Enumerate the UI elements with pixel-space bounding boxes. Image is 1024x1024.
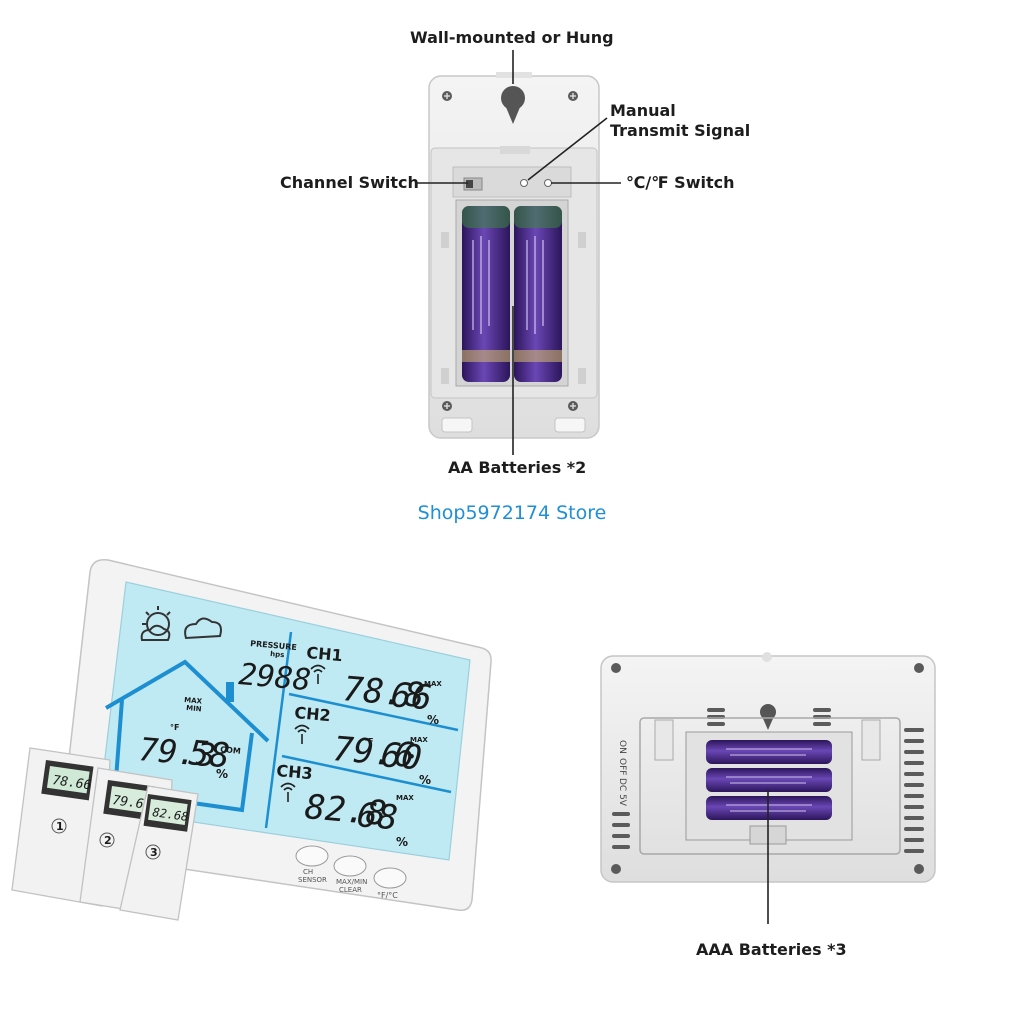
sensor-1-number: 1	[56, 820, 64, 833]
ch-sensor-button[interactable]: CH SENSOR	[295, 845, 329, 884]
keyhole-icon	[501, 86, 525, 124]
aaa-battery-3	[706, 796, 832, 820]
channel-1-humidity: 66	[389, 675, 433, 718]
channel-2-unit: °F	[364, 737, 373, 746]
indoor-min-label: MIN	[186, 704, 202, 713]
sun-icon	[142, 606, 171, 636]
channel-2-temp: 79.6	[331, 729, 416, 776]
side-switch-on: ON	[617, 740, 627, 754]
channel-2-percent: %	[419, 773, 431, 787]
channel-1-temp: 78.8	[341, 669, 426, 716]
signal-icon	[280, 664, 326, 802]
aa-battery-left	[462, 206, 510, 382]
channel-2-humidity: 60	[379, 735, 423, 778]
max-min-clear-button[interactable]: MAX/MIN CLEAR	[333, 855, 367, 894]
sensor-3-reading: 82.68	[152, 805, 190, 824]
ch-sensor-button-line1: CH	[303, 868, 313, 876]
sensor-2-number: 2	[104, 834, 112, 847]
manual-transmit-label-line1: Manual	[610, 101, 676, 120]
side-switch-off: OFF	[617, 758, 627, 775]
pressure-value: 2988	[237, 657, 312, 698]
channel-1-max-label: MAX	[424, 680, 442, 688]
channel-3-percent: %	[396, 835, 408, 849]
callout-lines-top	[416, 50, 621, 455]
sensor-2-reading: 79.60	[111, 793, 152, 813]
indoor-unit: °F	[170, 723, 179, 732]
sensor-back-view	[428, 72, 600, 439]
pressure-label: PRESSURE	[250, 639, 297, 652]
comfort-label: COM	[220, 745, 241, 756]
pressure-unit: hps	[270, 650, 285, 659]
max-min-button-line1: MAX/MIN	[336, 878, 367, 886]
sensor-1-reading: 78.66	[51, 773, 92, 793]
cloud-small-icon	[140, 624, 171, 641]
channel-switch-label: Channel Switch	[280, 173, 419, 192]
channel-3-max-label: MAX	[396, 794, 414, 802]
aa-battery-right	[514, 206, 562, 382]
channel-3-label: CH3	[276, 761, 314, 783]
channel-2-label: CH2	[294, 703, 332, 725]
base-station-back-view: ON OFF DC 5V	[600, 652, 936, 924]
channel-3-humidity: 68	[355, 795, 399, 838]
remote-sensor-3: 82.68 3	[119, 785, 199, 921]
lcd-screen	[98, 581, 471, 861]
cloud-icon	[184, 617, 222, 640]
aa-batteries-label: AA Batteries *2	[448, 458, 587, 477]
channel-1-percent: %	[427, 713, 439, 727]
aaa-battery-2	[706, 768, 832, 792]
aaa-battery-1	[706, 740, 832, 764]
base-station-front-view: PRESSURE hps 2988 MAX MIN 79.3 58 COM % …	[58, 559, 492, 912]
wall-mounted-label: Wall-mounted or Hung	[410, 28, 614, 47]
manual-transmit-label-line2: Transmit Signal	[610, 121, 751, 140]
max-min-button-line2: CLEAR	[339, 886, 362, 894]
indoor-temp: 79.3	[137, 730, 217, 775]
channel-3-temp: 82.8	[303, 787, 388, 834]
indoor-humidity: 58	[187, 733, 231, 776]
cf-switch-label: ℃/℉ Switch	[626, 173, 735, 192]
indoor-percent: %	[216, 767, 228, 781]
indoor-max-label: MAX	[184, 696, 203, 706]
unit-toggle-button-label: °F/°C	[377, 891, 398, 900]
sensor-3-number: 3	[150, 846, 158, 859]
aaa-batteries-label: AAA Batteries *3	[696, 940, 847, 959]
side-dc-label: DC 5V	[617, 778, 627, 807]
store-name: Shop5972174 Store	[417, 502, 607, 524]
unit-toggle-button[interactable]: °F/°C	[373, 867, 407, 900]
channel-1-label: CH1	[306, 643, 344, 665]
channel-2-max-label: MAX	[410, 736, 428, 744]
screw-icon	[611, 663, 924, 874]
ch-sensor-button-line2: SENSOR	[298, 876, 327, 884]
